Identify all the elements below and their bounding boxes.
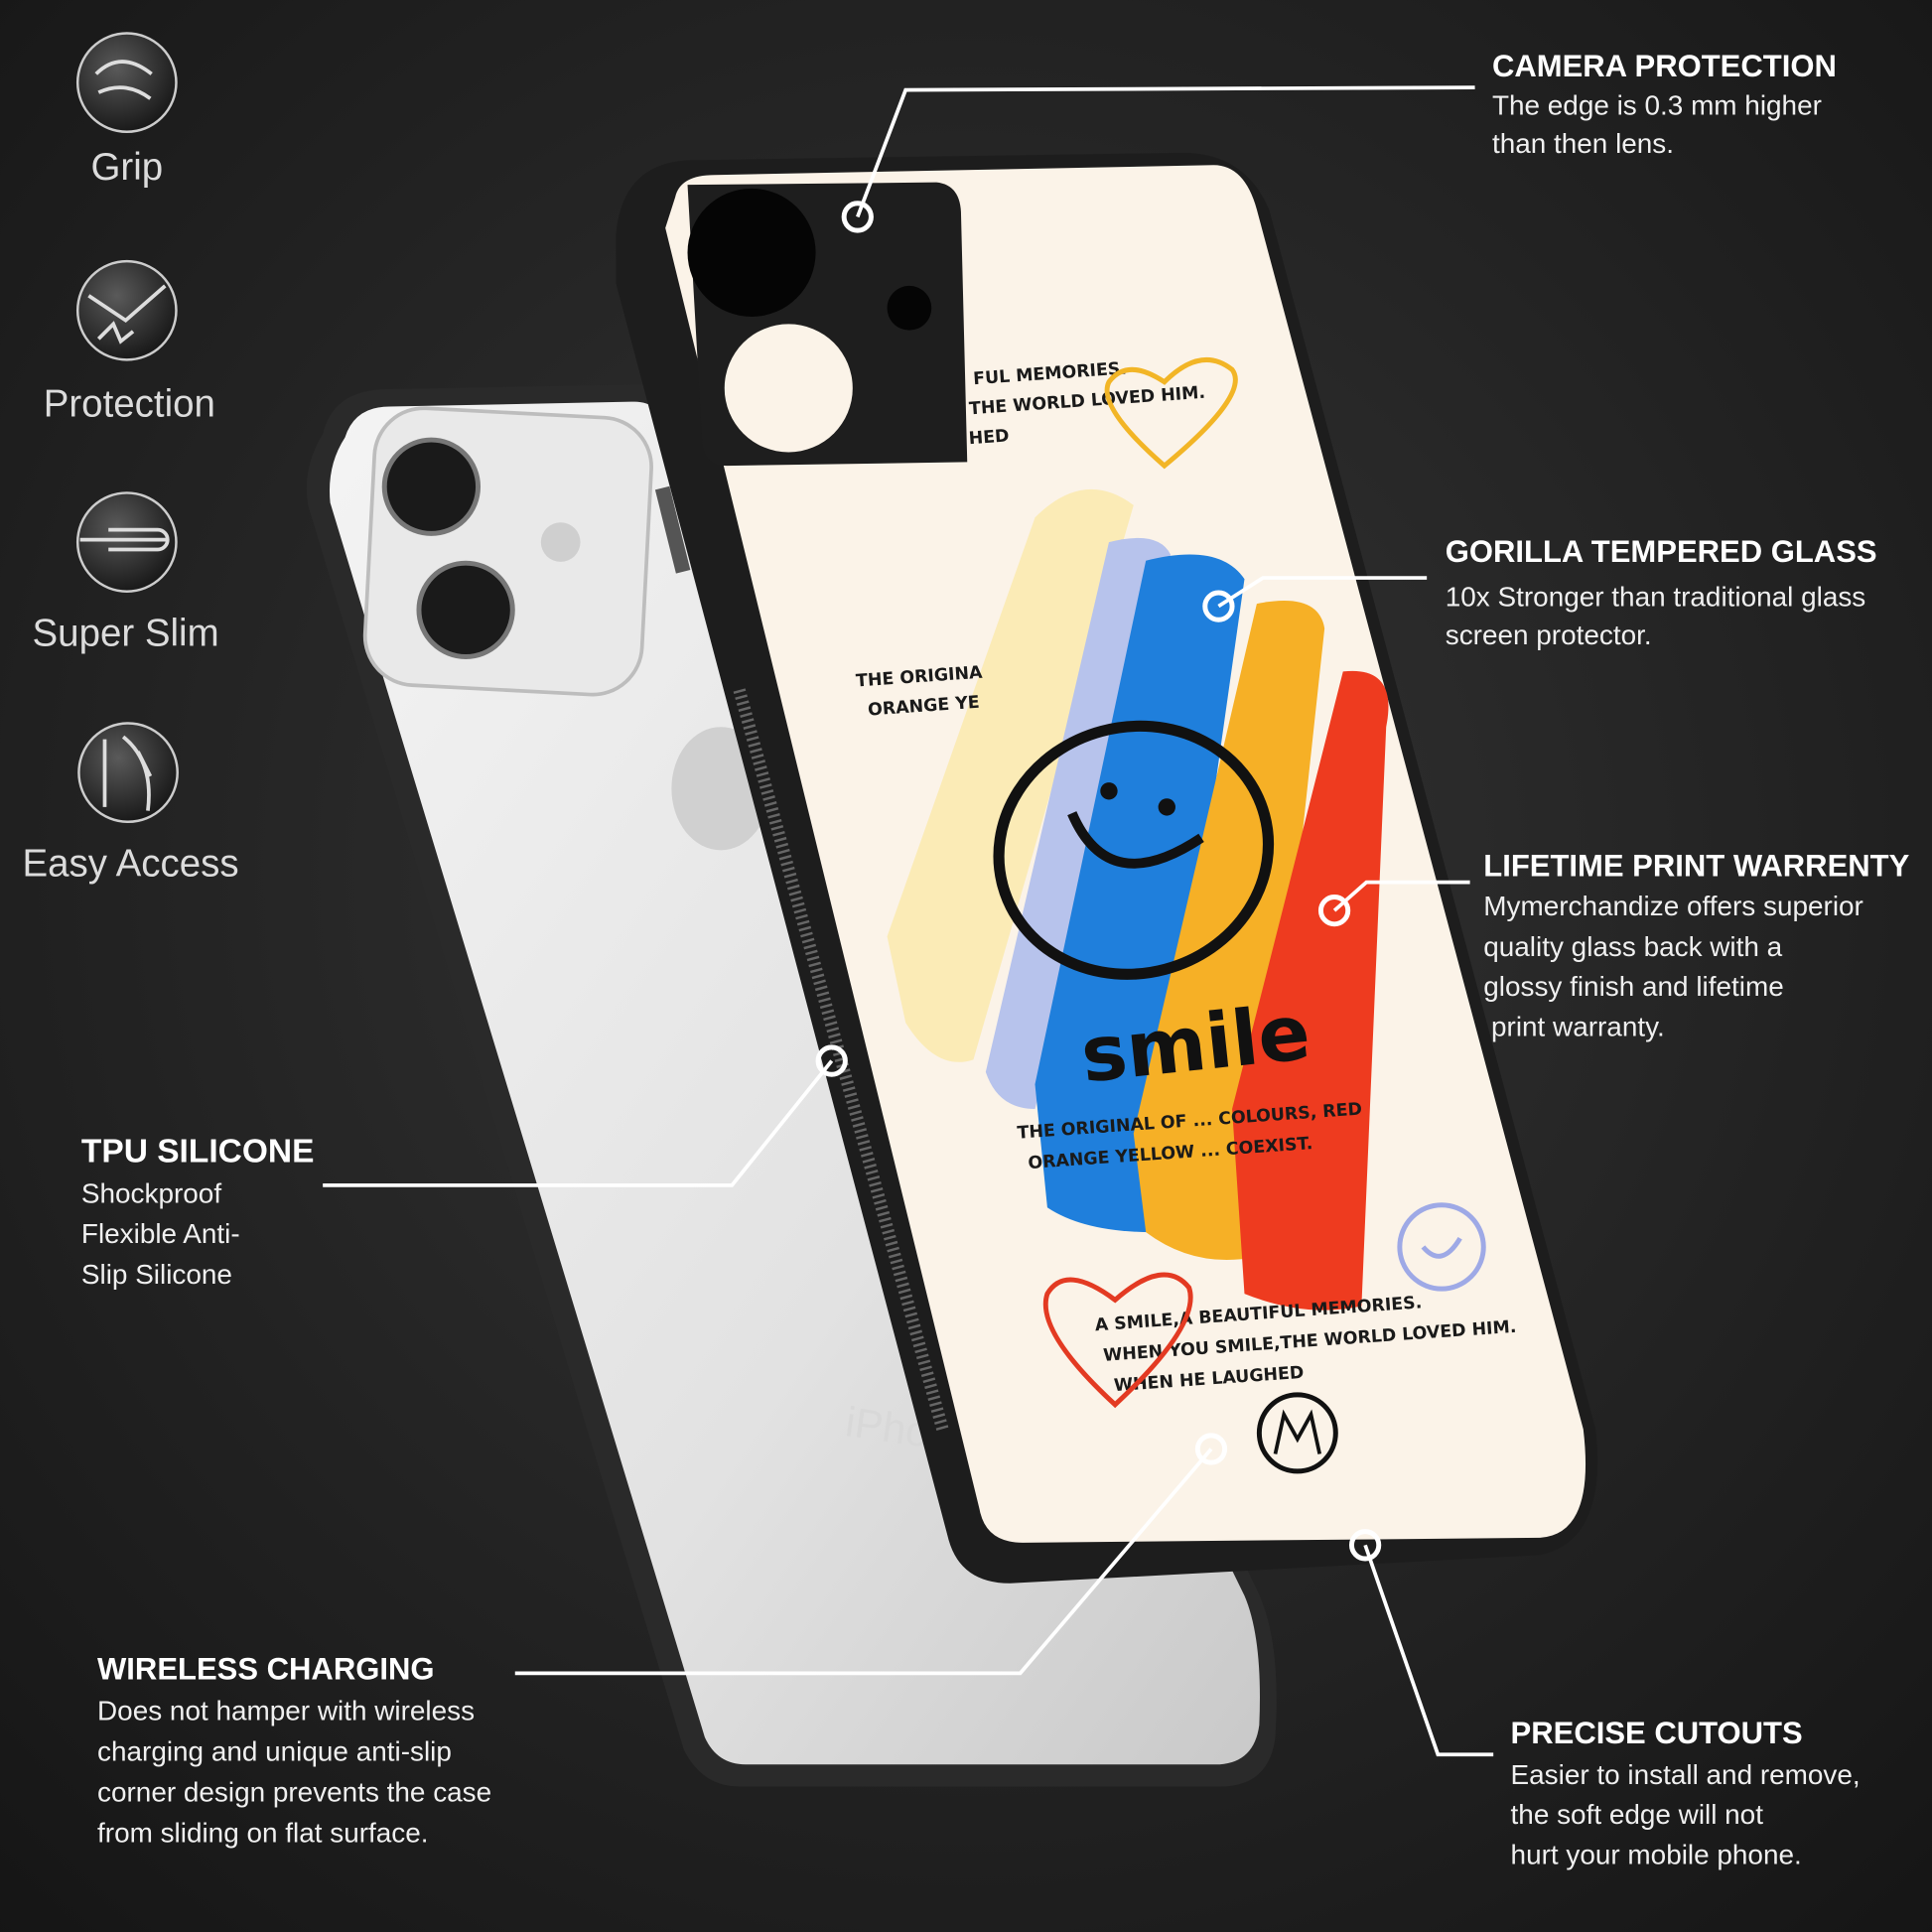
back-lens-top: [381, 437, 482, 536]
callout-text: than then lens.: [1492, 128, 1674, 159]
feature-label: Protection: [44, 382, 215, 425]
hand-grip-icon: [75, 32, 178, 134]
callout-text: Flexible Anti-: [81, 1218, 240, 1249]
callout-precise-cutouts: PRECISE CUTOUTS Easier to install and re…: [1511, 1716, 1861, 1870]
callout-title: GORILLA TEMPERED GLASS: [1446, 534, 1877, 569]
callout-text: from sliding on flat surface.: [97, 1817, 428, 1848]
smiley-face-icon: [993, 720, 1275, 980]
feature-easy-access: Easy Access: [23, 722, 239, 885]
pale-yellow-stroke: [887, 488, 1134, 1062]
callout-text: Slip Silicone: [81, 1259, 232, 1290]
print-text: HED: [968, 426, 1010, 449]
callout-text: screen protector.: [1446, 620, 1652, 650]
callout-text: 10x Stronger than traditional glass: [1446, 582, 1866, 613]
feature-super-slim: Super Slim: [33, 491, 219, 654]
side-button: [654, 485, 691, 574]
callout-text: print warranty.: [1483, 1012, 1664, 1042]
yellow-heart-icon: [1104, 356, 1238, 470]
touch-access-icon: [77, 722, 179, 824]
callout-tpu-silicone: TPU SILICONE Shockproof Flexible Anti- S…: [81, 1133, 315, 1290]
feature-grip: Grip: [75, 32, 178, 189]
feature-label: Easy Access: [23, 842, 239, 885]
feature-label: Grip: [90, 146, 163, 189]
front-phone: FUL MEMORIES. THE WORLD LOVED HIM. HED T…: [616, 152, 1598, 1584]
callout-gorilla-glass: GORILLA TEMPERED GLASS 10x Stronger than…: [1446, 534, 1877, 650]
callout-text: charging and unique anti-slip: [97, 1735, 452, 1766]
red-heart-icon: [1042, 1272, 1193, 1409]
shield-impact-icon: [75, 259, 178, 361]
flash-cutout: [887, 285, 932, 331]
callout-camera-protection: CAMERA PROTECTION The edge is 0.3 mm hig…: [1492, 49, 1837, 159]
callout-text: Shockproof: [81, 1177, 221, 1208]
back-lens-bottom: [416, 560, 515, 659]
callout-title: PRECISE CUTOUTS: [1511, 1716, 1803, 1750]
feature-protection: Protection: [44, 259, 215, 425]
callout-title: TPU SILICONE: [81, 1133, 315, 1170]
callout-title: WIRELESS CHARGING: [97, 1652, 434, 1687]
callout-text: glossy finish and lifetime: [1483, 971, 1783, 1002]
camera-cutout-top: [687, 188, 816, 317]
brand-logo-icon: [1256, 1392, 1338, 1474]
camera-cutout-bottom: [724, 324, 853, 453]
red-stroke: [1232, 670, 1389, 1311]
callout-text: quality glass back with a: [1483, 931, 1782, 962]
feature-label: Super Slim: [33, 612, 219, 654]
callout-text: Does not hamper with wireless: [97, 1696, 475, 1726]
callout-text: The edge is 0.3 mm higher: [1492, 89, 1822, 120]
callout-text: hurt your mobile phone.: [1511, 1840, 1802, 1870]
callout-lines: [323, 85, 1494, 1757]
callout-text: Easier to install and remove,: [1511, 1759, 1861, 1790]
callout-title: CAMERA PROTECTION: [1492, 49, 1837, 83]
lavender-smiley-icon: [1397, 1202, 1486, 1292]
blue-stroke: [1035, 554, 1245, 1233]
slim-profile-icon: [75, 491, 178, 593]
callout-lifetime-warranty: LIFETIME PRINT WARRENTY Mymerchandize of…: [1483, 848, 1909, 1041]
callout-text: Mymerchandize offers superior: [1483, 891, 1863, 921]
callout-text: corner design prevents the case: [97, 1776, 491, 1807]
callout-wireless-charging: WIRELESS CHARGING Does not hamper with w…: [97, 1652, 491, 1849]
callout-text: the soft edge will not: [1511, 1799, 1764, 1830]
back-flash: [540, 522, 581, 562]
callout-title: LIFETIME PRINT WARRENTY: [1483, 848, 1909, 883]
tpu-grip-edge: [733, 688, 949, 1432]
